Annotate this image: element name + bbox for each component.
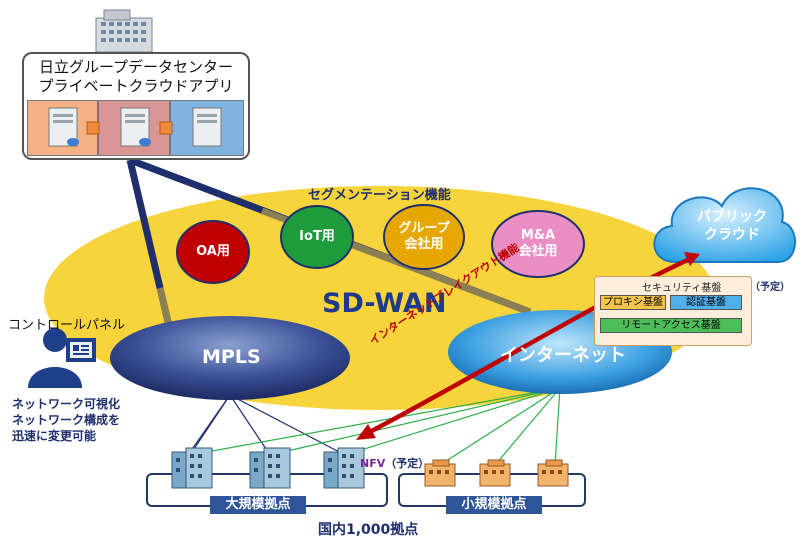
segment-ma-label: M&A 会社用 [518, 228, 558, 259]
server-icon [192, 107, 222, 147]
operator-person-icon [28, 328, 96, 388]
large-building-icon [171, 447, 213, 489]
small-building-icon [537, 459, 569, 487]
control-panel-desc-line2: ネットワーク構成を [12, 413, 121, 427]
connector-icon [86, 121, 100, 135]
segment-ma-circle [491, 210, 585, 278]
segment-oa-label: OA用 [196, 244, 230, 259]
segment-iot-label: IoT用 [299, 229, 335, 244]
mpls-overlay-line [156, 287, 172, 323]
internet-label: インターネット [500, 345, 626, 366]
server-icon [48, 107, 79, 147]
mpls-site-lines [187, 394, 346, 456]
large-sites-label: 大規模拠点 [210, 496, 306, 514]
site-buildings [171, 447, 569, 489]
breakout-arrowhead-top [684, 252, 700, 266]
datacenter-title: 日立グループデータセンター プライベートクラウドアプリ [28, 58, 244, 96]
control-panel-desc: ネットワーク可視化 ネットワーク構成を 迅速に変更可能 [12, 396, 120, 444]
control-panel-desc-line1: ネットワーク可視化 [12, 397, 121, 411]
segmentation-title: セグメンテーション機能 [308, 188, 451, 203]
large-building-icon [323, 447, 365, 489]
public-cloud-shape [653, 187, 796, 263]
segment-oa-circle [176, 220, 250, 284]
sdwan-label: SD-WAN [322, 288, 447, 319]
security-platform-title: セキュリティ基盤 [642, 283, 722, 294]
server-icons [48, 107, 222, 147]
segment-group-circle [383, 204, 465, 270]
datacenter-building-icon [95, 9, 153, 53]
mpls-label: MPLS [202, 346, 261, 368]
security-platform-box [594, 276, 752, 346]
mpls-ellipse [110, 316, 350, 400]
auth-platform-item: 認証基盤 [670, 295, 742, 310]
nfv-scheduled: （予定） [385, 457, 430, 470]
public-cloud-label: パブリック クラウド [690, 208, 774, 244]
datacenter-title-line1: 日立グループデータセンター [38, 58, 234, 76]
small-building-icon [424, 459, 456, 487]
remote-access-platform-item: リモートアクセス基盤 [600, 318, 742, 333]
datacenter-title-line2: プライベートクラウドアプリ [38, 77, 234, 95]
control-panel-title: コントロールパネル [8, 318, 126, 333]
large-building-icon [249, 447, 291, 489]
small-building-icon [479, 459, 511, 487]
nfv-text: NFV [360, 457, 386, 470]
segment-group-label: グループ 会社用 [398, 221, 450, 252]
control-panel-desc-line3: 迅速に変更可能 [12, 429, 97, 443]
domestic-sites-label: 国内1,000拠点 [318, 522, 419, 538]
small-sites-label: 小規模拠点 [446, 496, 542, 514]
segment-iot-circle [280, 205, 354, 269]
server-icon [120, 107, 151, 147]
connector-icon [159, 121, 173, 135]
public-cloud-label-line2: クラウド [704, 227, 760, 243]
public-cloud-label-line1: パブリック [697, 209, 767, 225]
nfv-label: NFV（予定） [360, 455, 429, 471]
breakout-arrowhead-bottom [356, 424, 376, 440]
internet-site-lines [189, 387, 561, 466]
security-scheduled-label: （予定） [750, 282, 790, 293]
proxy-platform-item: プロキシ基盤 [600, 295, 666, 310]
